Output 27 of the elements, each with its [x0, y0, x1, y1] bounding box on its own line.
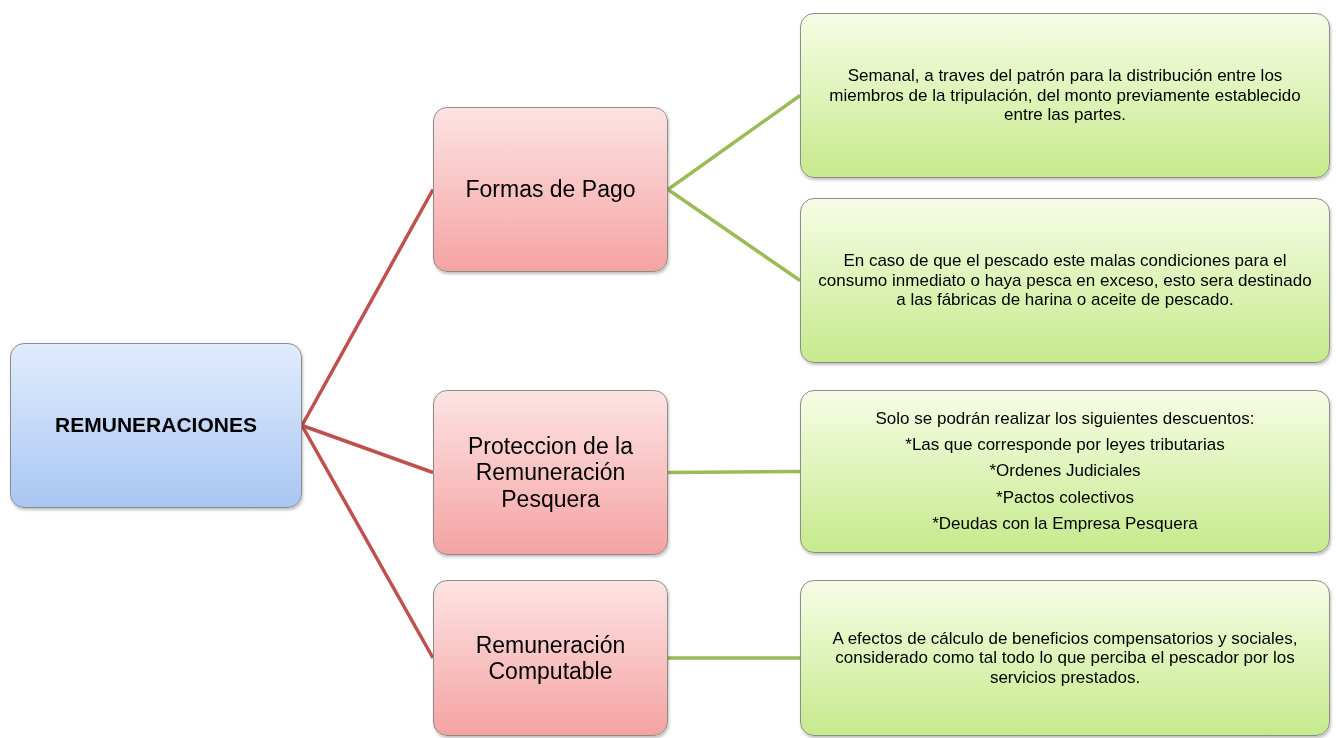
node-text: Proteccion de la Remuneración Pesquera: [467, 432, 634, 513]
connector-line: [300, 424, 435, 659]
connector-line: [668, 656, 800, 660]
node-text: *Las que corresponde por leyes tributarias: [905, 434, 1225, 456]
description-box: [800, 198, 1330, 363]
connector-line: [300, 188, 435, 427]
node-text: En caso de que el pescado este malas condiciones para el consumo inmediato o haya pesca en exceso, esto sera destinado a las fábricas de harina o aceite de pescado.: [817, 251, 1313, 310]
category-box: [433, 107, 668, 272]
node-text: *Deudas con la Empresa Pesquera: [932, 513, 1198, 535]
connector-line: [667, 188, 801, 282]
connector-line: [667, 94, 801, 191]
node-text: *Pactos colectivos: [996, 486, 1134, 509]
category-box: [433, 390, 668, 555]
node-text: Remuneración Computable: [474, 631, 627, 685]
node-text: *Ordenes Judiciales: [989, 460, 1141, 483]
node-text: Solo se podrán realizar los siguientes descuentos:: [875, 407, 1255, 430]
description-box: [800, 390, 1330, 553]
connector-line: [668, 469, 800, 475]
category-box: [433, 580, 668, 736]
node-text: Semanal, a traves del patrón para la distribución entre los miembros de la tripulación, del monto previamente establecido entre las partes.: [828, 66, 1302, 125]
connector-line: [301, 423, 434, 475]
node-text: REMUNERACIONES: [55, 413, 257, 438]
root-box: [10, 343, 302, 508]
node-text: Formas de Pago: [465, 176, 636, 203]
description-box: [800, 13, 1330, 178]
node-text: A efectos de cálculo de beneficios compensatorios y sociales, considerado como tal todo lo que perciba el pescador por los servicios prestados.: [831, 628, 1299, 688]
description-box: [800, 580, 1330, 736]
